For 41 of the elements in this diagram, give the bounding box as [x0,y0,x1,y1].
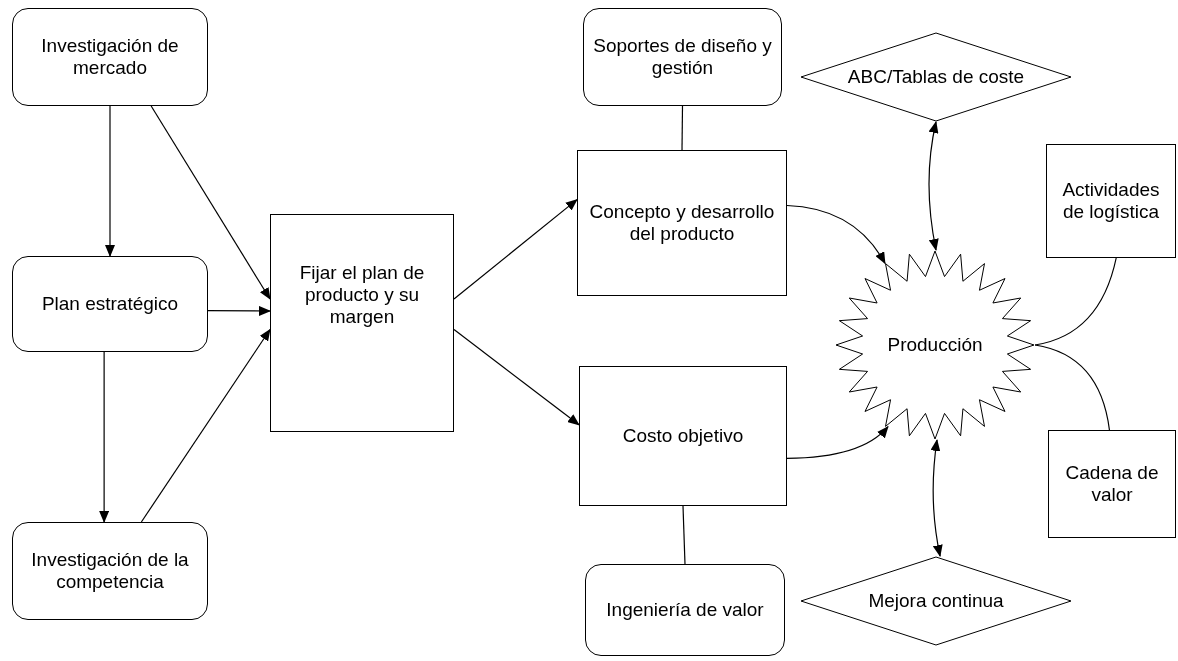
arrow [207,305,271,316]
connector-line [681,105,684,151]
connector-line [682,505,686,565]
process-box [577,150,787,296]
process-box [1046,144,1176,258]
arrow [930,439,943,557]
node-label: Actividades de logística [1061,179,1161,223]
arrow [140,328,271,523]
decision-diamond [800,32,1072,122]
rounded-box [583,8,782,106]
arrow [453,199,578,300]
node-label: Mejora continua [867,590,1005,612]
node-label: Concepto y desarrollo del producto [588,201,776,245]
node-label: ABC/Tablas de coste [846,66,1026,88]
node-label: Fijar el plan de producto y su margen [298,262,426,328]
node-label: Investigación de la competencia [30,549,190,593]
node-label: Ingeniería de valor [605,599,765,621]
arrow [105,105,115,257]
process-box [579,366,787,506]
arrow [150,105,271,300]
arrow [786,425,889,459]
rounded-box [12,8,208,106]
decision-diamond [800,556,1072,646]
starburst-shape [835,250,1035,440]
node-label: Costo objetivo [621,425,745,447]
process-box [270,214,454,432]
arrow [453,328,580,426]
rounded-box [585,564,785,656]
process-box [1048,430,1176,538]
node-label: Soportes de diseño y gestión [592,35,773,79]
connector-line [1034,257,1117,346]
node-label: Plan estratégico [40,293,180,315]
arrow [928,121,939,251]
arrow [786,204,886,265]
connector-line [1034,344,1111,431]
rounded-box [12,256,208,352]
node-label: Cadena de valor [1064,462,1160,506]
node-label: Investigación de mercado [40,35,180,79]
rounded-box [12,522,208,620]
node-label: Producción [886,334,984,356]
arrow [99,351,110,523]
